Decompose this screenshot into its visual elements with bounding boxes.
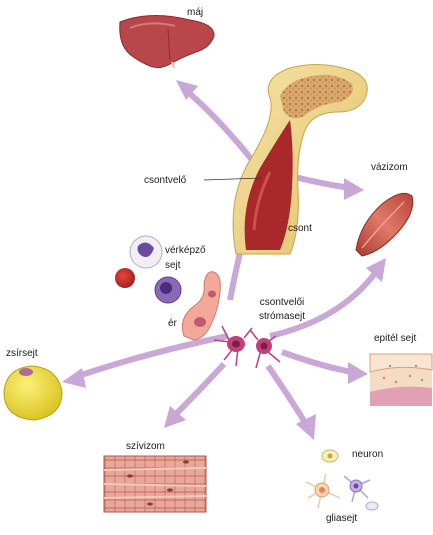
- heart-muscle-illustration: [103, 455, 207, 513]
- blood-vessel-illustration: [181, 271, 221, 341]
- arrow-to-muscle-upper-right: [269, 258, 386, 339]
- arrow-to-epithelial-cell: [280, 349, 368, 384]
- bone-label: csont: [288, 223, 312, 234]
- bone-illustration: [232, 64, 368, 255]
- epithelial-tissue-illustration: [369, 353, 433, 406]
- liver-illustration: [119, 14, 215, 69]
- hematopoietic-cell-label-line2: sejt: [165, 260, 181, 271]
- neuron-label: neuron: [352, 449, 384, 460]
- skeletal-muscle-illustration: [355, 192, 414, 257]
- vessel-label: ér: [168, 318, 177, 329]
- arrow-to-neuron: [265, 364, 316, 440]
- liver-label: máj: [187, 7, 204, 18]
- epithelial-cell-label: epitél sejt: [374, 333, 417, 344]
- arrow-to-heart-muscle: [164, 361, 227, 428]
- heart-muscle-label: szívizom: [126, 441, 165, 452]
- stromal-cells: [213, 325, 281, 369]
- arrow-to-fat-cell: [62, 333, 229, 388]
- arrow-to-liver: [176, 80, 255, 162]
- fat-cell-illustration: [3, 365, 63, 421]
- differentiation-arrows: [62, 80, 386, 440]
- bone-marrow-label: csontvelő: [144, 175, 187, 186]
- skeletal-muscle-label: vázizom: [371, 162, 408, 173]
- hematopoietic-cell-label-line1: vérképző: [165, 245, 206, 256]
- hematopoietic-cells: [115, 235, 182, 304]
- fat-cell-label: zsírsejt: [6, 348, 38, 359]
- neuron-glia-illustration: [305, 449, 379, 511]
- stromal-cell-label-line2: strómasejt: [258, 311, 306, 322]
- stromal-cell-label-line1: csontvelői: [259, 297, 305, 308]
- bone-marrow-leader-line: [203, 177, 263, 181]
- glia-label: gliasejt: [326, 513, 358, 524]
